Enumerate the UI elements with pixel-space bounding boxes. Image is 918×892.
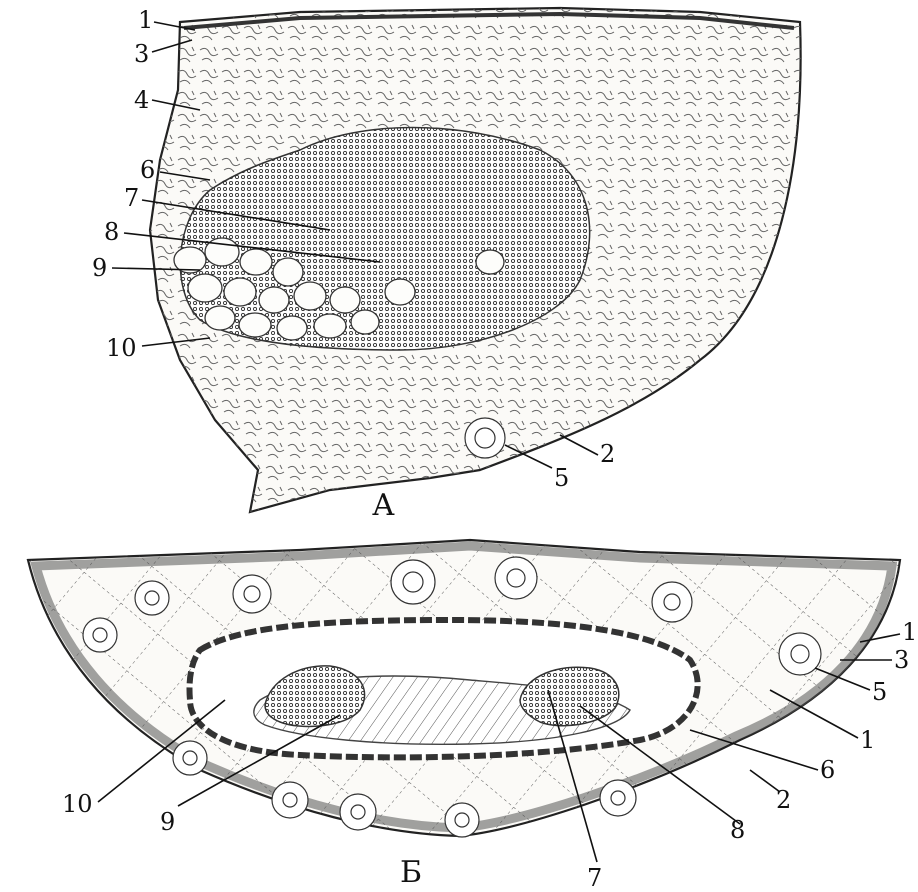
panel-b-label-10: 10 bbox=[62, 790, 93, 818]
panel-b-label-6: 6 bbox=[820, 756, 835, 784]
panel-a-caption: А bbox=[372, 488, 395, 523]
panel-a-label-8: 8 bbox=[104, 218, 119, 246]
panel-a-label-5: 5 bbox=[554, 464, 569, 492]
panel-a-label-6: 6 bbox=[140, 156, 155, 184]
panel-b-label-5: 5 bbox=[872, 678, 887, 706]
panel-a-label-10: 10 bbox=[106, 334, 137, 362]
panel-a-label-2: 2 bbox=[600, 440, 615, 468]
panel-b-label-2: 2 bbox=[776, 786, 791, 814]
panel-a-label-4: 4 bbox=[134, 86, 149, 114]
panel-b-label-8: 8 bbox=[730, 816, 745, 844]
panel-a-label-9: 9 bbox=[92, 254, 107, 282]
panel-b-label-3: 3 bbox=[894, 646, 909, 674]
panel-a-drawing bbox=[150, 8, 801, 512]
panel-a-label-7: 7 bbox=[124, 184, 139, 212]
panel-b-label-1-inner: 1 bbox=[860, 726, 875, 754]
panel-a-label-3: 3 bbox=[134, 40, 149, 68]
panel-a-vein-ring bbox=[465, 418, 505, 458]
panel-b-drawing bbox=[28, 540, 900, 837]
panel-b-caption: Б bbox=[400, 855, 422, 890]
panel-a-label-1: 1 bbox=[138, 6, 153, 34]
panel-b-label-7: 7 bbox=[587, 864, 602, 892]
panel-b-label-1-outer: 1 bbox=[902, 618, 917, 646]
panel-b-label-9: 9 bbox=[160, 808, 175, 836]
